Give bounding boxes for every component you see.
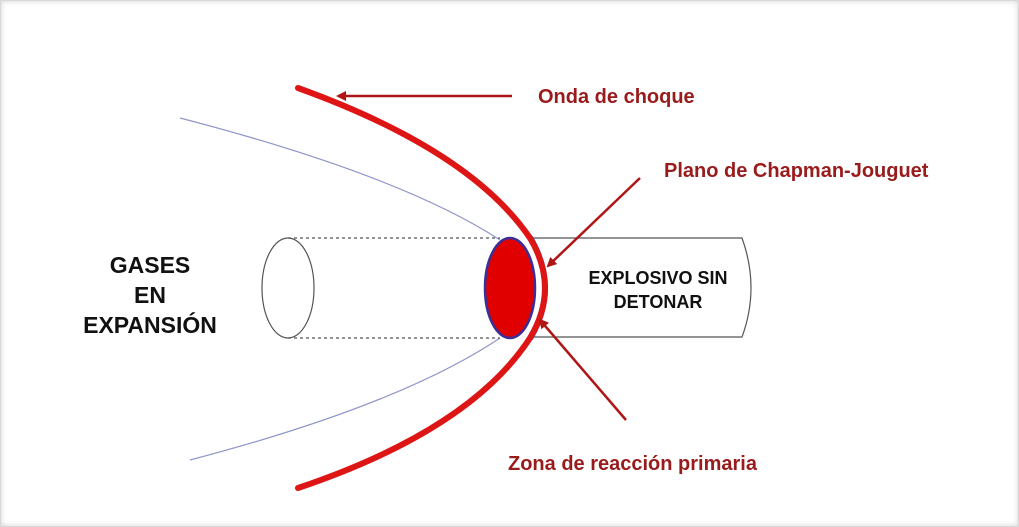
expansion-guide-curve: [179, 117, 501, 461]
cj-plane-label: Plano de Chapman-Jouguet: [664, 160, 929, 182]
unexploded-label-line2: DETONAR: [614, 292, 703, 312]
reaction-zone-arrow: [538, 318, 627, 421]
shock-wave-label: Onda de choque: [538, 86, 695, 108]
gases-label-line3: EXPANSIÓN: [83, 311, 217, 338]
gases-label-line1: GASES: [110, 252, 191, 278]
unexploded-cylinder: [530, 237, 752, 338]
cj-plane-arrow: [546, 177, 641, 268]
unexploded-label-line1: EXPLOSIVO SIN: [588, 268, 727, 288]
shock-wave-curve: [295, 85, 548, 491]
primary-reaction-zone: [483, 236, 537, 340]
gases-label-line2: EN: [134, 282, 166, 308]
reaction-zone-label: Zona de reacción primaria: [508, 453, 758, 475]
gas-cylinder-end-ellipse: [261, 237, 315, 339]
